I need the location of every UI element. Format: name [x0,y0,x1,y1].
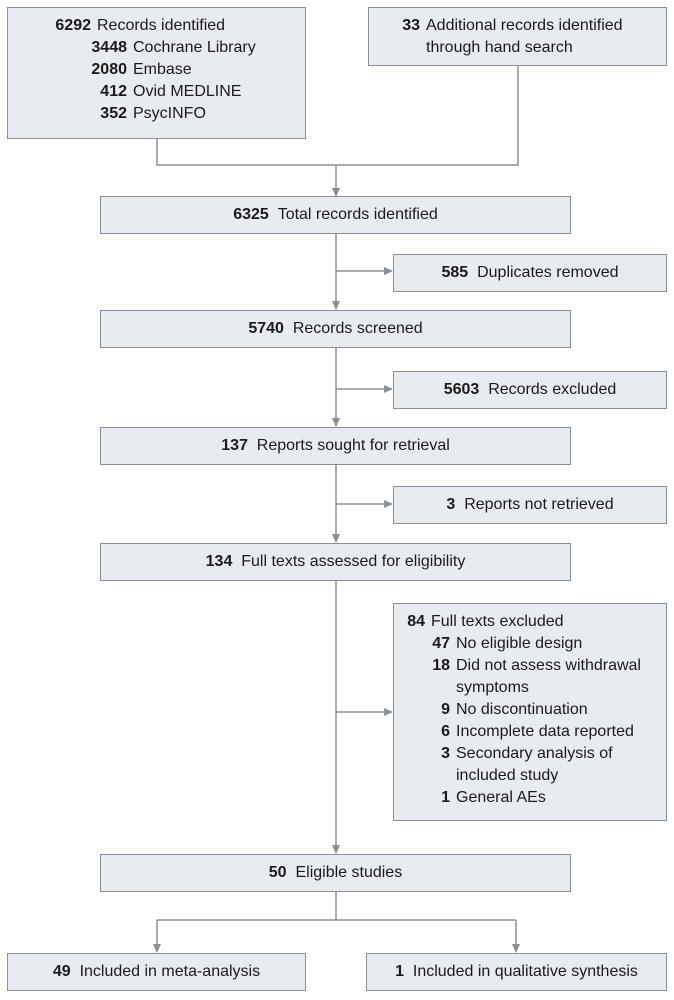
duplicates-count: 585 [441,264,469,281]
total-records-box: 6325 Total records identified [100,196,571,234]
reason-count: 47 [432,635,450,652]
screened-label: Records screened [292,320,423,337]
sought-count: 137 [221,437,248,454]
fulltexts-excluded-box: 84 Full texts excluded 47 No eligible desi… [393,603,667,821]
sought-label: Reports sought for retrieval [256,437,450,454]
reason-text-cont: symptoms [456,679,529,696]
assessed-label: Full texts assessed for eligibility [241,553,466,570]
source-name: Embase [133,61,192,78]
source-count: 412 [100,83,127,100]
hand-search-box: 33 Additional records identified through … [368,7,667,66]
qual-label: Included in qualitative synthesis [412,963,638,980]
source-name: PsycINFO [133,105,206,122]
hand-line1: Additional records identified [426,17,623,34]
screened-count: 5740 [248,320,284,337]
reason-count: 1 [441,789,450,806]
source-count: 2080 [91,61,127,78]
source-count: 352 [100,105,127,122]
meta-label: Included in meta-analysis [79,963,261,980]
qualitative-box: 1 Included in qualitative synthesis [366,953,667,991]
notret-label: Reports not retrieved [464,496,614,513]
records-total: 6292 [55,17,91,34]
reason-count: 9 [441,701,450,718]
notret-count: 3 [446,496,456,513]
reason-text: No discontinuation [456,701,588,718]
merge-connector [156,66,519,166]
source-count: 3448 [91,39,127,56]
eligible-count: 50 [268,864,287,881]
eligible-studies-box: 50 Eligible studies [100,854,571,892]
source-name: Ovid MEDLINE [133,83,242,100]
eligible-label: Eligible studies [295,864,403,881]
total-label: Total records identified [277,206,438,223]
ftex-count: 84 [407,613,425,630]
reason-text: Secondary analysis of [456,745,613,762]
meta-analysis-box: 49 Included in meta-analysis [7,953,306,991]
records-identified-box: 6292 Records identified 3448 Cochrane Libr… [7,7,306,139]
fulltexts-assessed-box: 134 Full texts assessed for eligibility [100,543,571,581]
excluded-label: Records excluded [488,381,617,398]
records-excluded-box: 5603 Records excluded [393,371,667,409]
records-label: Records identified [97,17,226,34]
reason-count: 18 [432,657,450,674]
reason-text: General AEs [456,789,546,806]
qual-count: 1 [395,963,404,980]
excluded-count: 5603 [443,381,480,398]
ftex-label: Full texts excluded [431,613,564,630]
reason-count: 6 [441,723,450,740]
reason-text-cont: included study [456,767,559,784]
duplicates-box: 585 Duplicates removed [393,254,667,292]
assessed-count: 134 [205,553,233,570]
duplicates-label: Duplicates removed [477,264,619,281]
hand-count: 33 [402,17,420,34]
reports-sought-box: 137 Reports sought for retrieval [100,427,571,465]
records-screened-box: 5740 Records screened [100,310,571,348]
reason-text: Incomplete data reported [456,723,634,740]
not-retrieved-box: 3 Reports not retrieved [393,486,667,524]
reason-count: 3 [441,745,450,762]
reason-text: Did not assess withdrawal [456,657,641,674]
reason-text: No eligible design [456,635,583,652]
source-name: Cochrane Library [133,39,256,56]
meta-count: 49 [52,963,71,980]
total-count: 6325 [233,206,269,223]
hand-line2: through hand search [426,39,573,56]
